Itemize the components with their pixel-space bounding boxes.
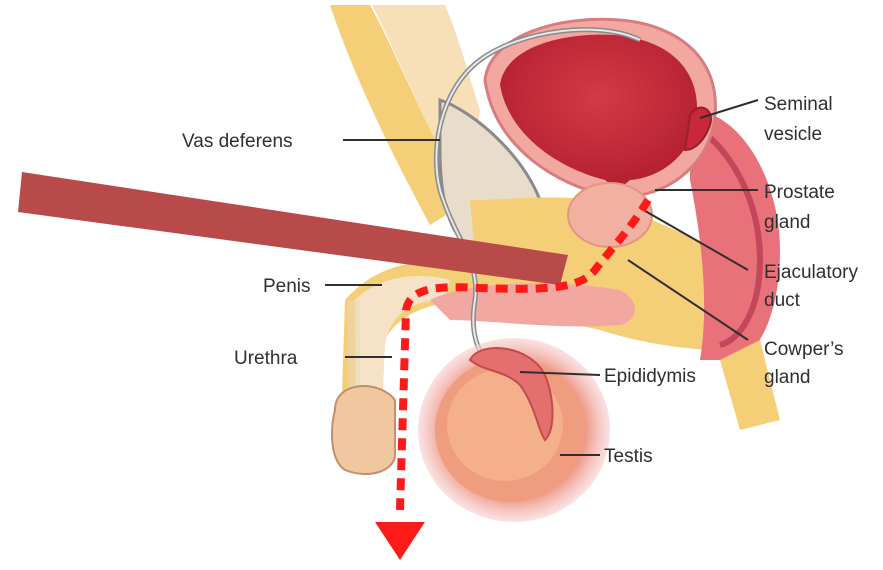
label-vas-deferens: Vas deferens [182, 131, 293, 152]
arrowhead-icon [375, 522, 425, 560]
label-ejaculatory-1: Ejaculatory [764, 262, 858, 283]
label-epididymis: Epididymis [604, 366, 696, 387]
label-testis: Testis [604, 446, 653, 467]
label-urethra: Urethra [234, 348, 298, 369]
prostate-gland [568, 183, 652, 247]
label-cowpers-1: Cowper’s [764, 339, 844, 360]
label-seminal-vesicle-1: Seminal [764, 94, 833, 115]
label-seminal-vesicle-2: vesicle [764, 124, 822, 145]
label-penis: Penis [263, 276, 311, 297]
label-prostate-2: gland [764, 212, 811, 233]
label-cowpers-2: gland [764, 367, 811, 388]
label-ejaculatory-2: duct [764, 290, 801, 311]
label-prostate-1: Prostate [764, 182, 835, 203]
